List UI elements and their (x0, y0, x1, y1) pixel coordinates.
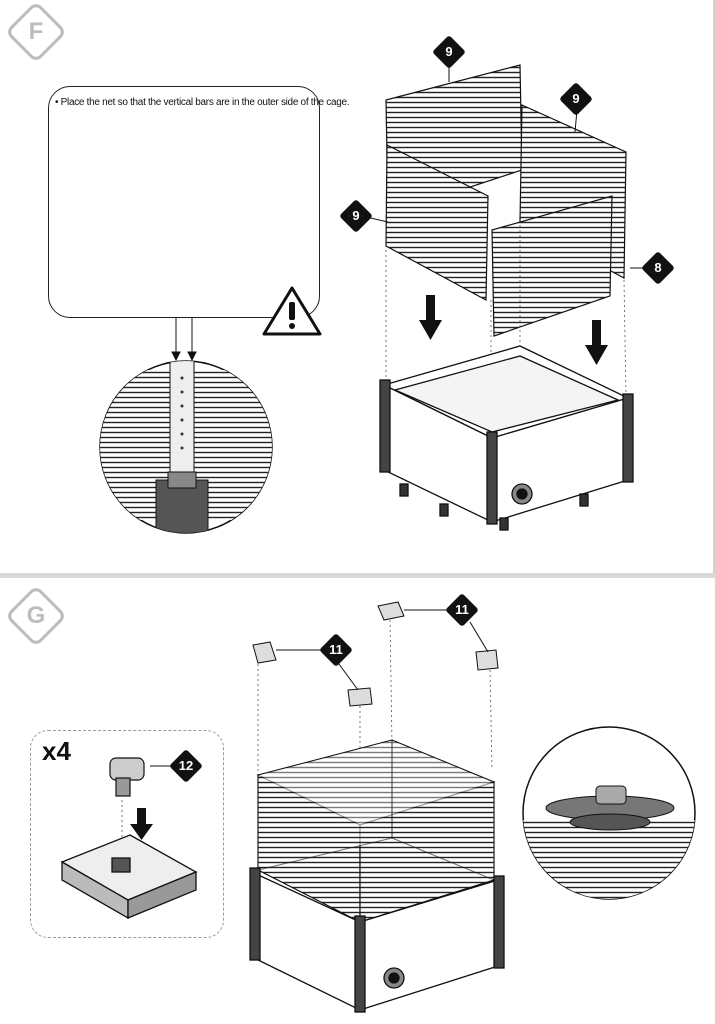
warning-icon (262, 286, 322, 336)
instruction-note: • Place the net so that the vertical bar… (55, 97, 350, 108)
connector-part (252, 601, 499, 707)
arrow-down-icon (419, 295, 442, 340)
callout-part-11: 11 (445, 593, 479, 627)
detail-zoom-g (522, 726, 696, 900)
cage-base-f (379, 345, 634, 531)
arrow-down-icon (130, 808, 153, 840)
assembled-cage (256, 739, 496, 923)
net-panel-front-right (491, 195, 613, 337)
instruction-note-box: • Place the net so that the vertical bar… (48, 86, 350, 318)
detail-zoom-f (99, 360, 273, 534)
callout-part-9: 9 (559, 82, 593, 116)
step-divider (0, 573, 715, 578)
callout-part-11: 11 (319, 633, 353, 667)
corner-piece (60, 834, 198, 920)
callout-part-12: 12 (169, 749, 203, 783)
callout-part-8: 8 (641, 251, 675, 285)
quantity-label: x4 (42, 736, 71, 766)
callout-part-9: 9 (339, 199, 373, 233)
callout-part-9: 9 (432, 35, 466, 69)
arrow-down-icon (585, 320, 608, 365)
quantity-box (30, 730, 224, 938)
net-panel-front-left (385, 144, 489, 301)
clip-part-12 (109, 757, 145, 797)
cage-base-g (249, 867, 505, 1013)
